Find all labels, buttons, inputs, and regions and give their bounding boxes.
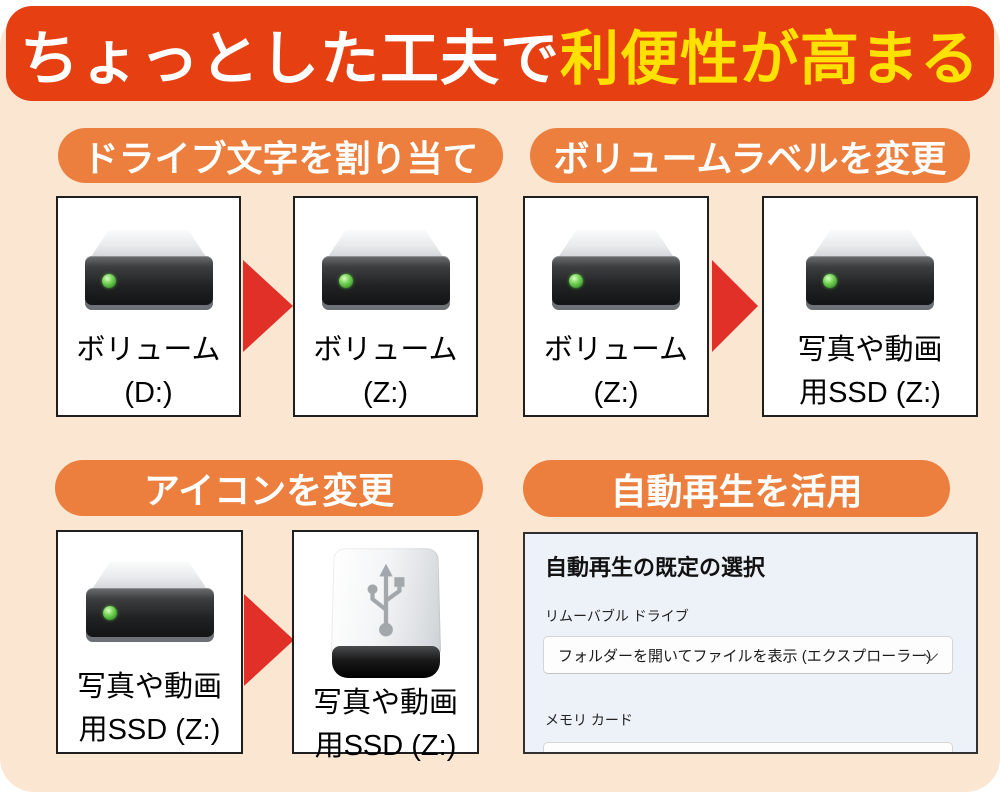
drive-box-after: 写真や動画 用SSD (Z:) (292, 530, 479, 754)
section-title-use-autoplay: 自動再生を活用 (523, 460, 950, 517)
drive-label: ボリューム (D:) (76, 329, 220, 415)
settings-heading: 自動再生の既定の選択 (545, 550, 958, 582)
section-title-assign-drive-letter: ドライブ文字を割り当て (58, 128, 503, 183)
drive-label: ボリューム (Z:) (313, 329, 457, 415)
drive-led (823, 274, 837, 288)
section-title-change-icon: アイコンを変更 (55, 460, 483, 516)
red-arrow-icon (244, 594, 294, 686)
main-title-text: ちょっとした工夫で (20, 11, 560, 96)
usb-trident-icon (360, 562, 412, 639)
memory-card-dropdown[interactable]: 何もしない (543, 742, 953, 754)
drive-label: 写真や動画 用SSD (Z:) (313, 682, 458, 768)
drive-box-before: ボリューム (Z:) (523, 196, 709, 417)
icon-area (331, 542, 441, 678)
drive-led (569, 274, 583, 288)
section-title-change-volume-label: ボリュームラベルを変更 (530, 128, 970, 183)
drive-icon (85, 230, 213, 310)
removable-drive-dropdown-value: フォルダーを開いてファイルを表示 (エクスプローラー) (558, 645, 931, 666)
removable-drive-dropdown[interactable]: フォルダーを開いてファイルを表示 (エクスプローラー) (543, 636, 953, 674)
drive-icon (86, 562, 214, 642)
icon-area (85, 214, 213, 325)
drive-box-before: ボリューム (D:) (56, 196, 241, 417)
drive-led (103, 606, 117, 620)
memory-card-dropdown-value: 何もしない (558, 751, 633, 755)
usb-drive-icon (331, 542, 441, 678)
drive-label: ボリューム (Z:) (544, 329, 688, 415)
drive-box-before: 写真や動画 用SSD (Z:) (56, 530, 243, 754)
drive-box-after: 写真や動画 用SSD (Z:) (762, 196, 978, 417)
icon-area (806, 214, 934, 325)
chevron-down-icon (924, 753, 938, 754)
red-arrow-icon (712, 260, 758, 352)
icon-area (322, 214, 450, 325)
drive-icon (806, 230, 934, 310)
drive-icon (322, 230, 450, 310)
autoplay-settings-panel: 自動再生の既定の選択 リムーバブル ドライブ フォルダーを開いてファイルを表示 … (523, 532, 978, 754)
main-title-highlight: 利便性が高まる (560, 11, 980, 96)
drive-label: 写真や動画 用SSD (Z:) (797, 329, 942, 415)
icon-area (86, 542, 214, 662)
drive-icon (552, 230, 680, 310)
removable-drive-label: リムーバブル ドライブ (545, 606, 958, 626)
main-title-banner: ちょっとした工夫で利便性が高まる (6, 6, 994, 101)
drive-label: 写真や動画 用SSD (Z:) (77, 666, 222, 752)
drive-led (339, 274, 353, 288)
drive-box-after: ボリューム (Z:) (293, 196, 478, 417)
drive-led (102, 274, 116, 288)
icon-area (552, 214, 680, 325)
memory-card-label: メモリ カード (545, 710, 958, 730)
red-arrow-icon (243, 260, 293, 352)
